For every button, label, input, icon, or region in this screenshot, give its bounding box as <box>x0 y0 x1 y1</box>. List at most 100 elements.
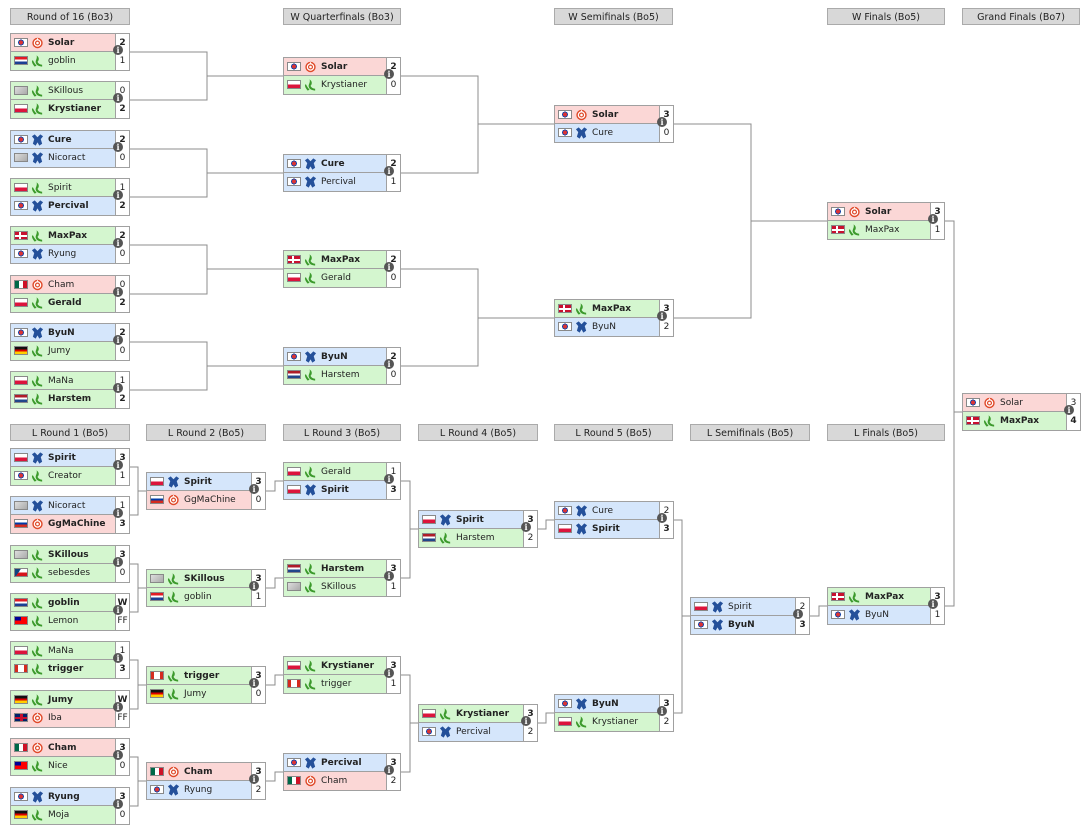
match-info-icon[interactable]: i <box>657 513 667 523</box>
match-info-icon[interactable]: i <box>657 706 667 716</box>
match-info-icon[interactable]: i <box>113 460 123 470</box>
match-info-icon[interactable]: i <box>113 45 123 55</box>
match-info-icon[interactable]: i <box>793 609 803 619</box>
match-info-icon[interactable]: i <box>113 605 123 615</box>
match-info-icon[interactable]: i <box>113 557 123 567</box>
match-info-icon[interactable]: i <box>657 117 667 127</box>
match-info-icon[interactable]: i <box>113 653 123 663</box>
match-info-icon[interactable]: i <box>928 214 938 224</box>
match-info-icon[interactable]: i <box>384 359 394 369</box>
match-info-icon[interactable]: i <box>113 142 123 152</box>
match-info-icon[interactable]: i <box>113 238 123 248</box>
match-info-icon[interactable]: i <box>928 599 938 609</box>
match-info-icon[interactable]: i <box>384 668 394 678</box>
match-info-icon[interactable]: i <box>521 522 531 532</box>
match-info-icon[interactable]: i <box>249 581 259 591</box>
match-info-icon[interactable]: i <box>113 702 123 712</box>
match-info-icon[interactable]: i <box>113 93 123 103</box>
match-info-icon[interactable]: i <box>384 571 394 581</box>
match-info-icon[interactable]: i <box>384 166 394 176</box>
match-info-icon[interactable]: i <box>384 69 394 79</box>
match-info-icon[interactable]: i <box>249 774 259 784</box>
match-info-icon[interactable]: i <box>384 765 394 775</box>
match-info-icon[interactable]: i <box>113 383 123 393</box>
match-info-icon[interactable]: i <box>113 799 123 809</box>
match-info-icon[interactable]: i <box>521 716 531 726</box>
match-info-icon[interactable]: i <box>657 311 667 321</box>
match-info-icon[interactable]: i <box>249 678 259 688</box>
match-info-icon[interactable]: i <box>113 750 123 760</box>
match-info-icon[interactable]: i <box>113 190 123 200</box>
match-info-icon[interactable]: i <box>384 474 394 484</box>
match-info-icon[interactable]: i <box>1064 405 1074 415</box>
